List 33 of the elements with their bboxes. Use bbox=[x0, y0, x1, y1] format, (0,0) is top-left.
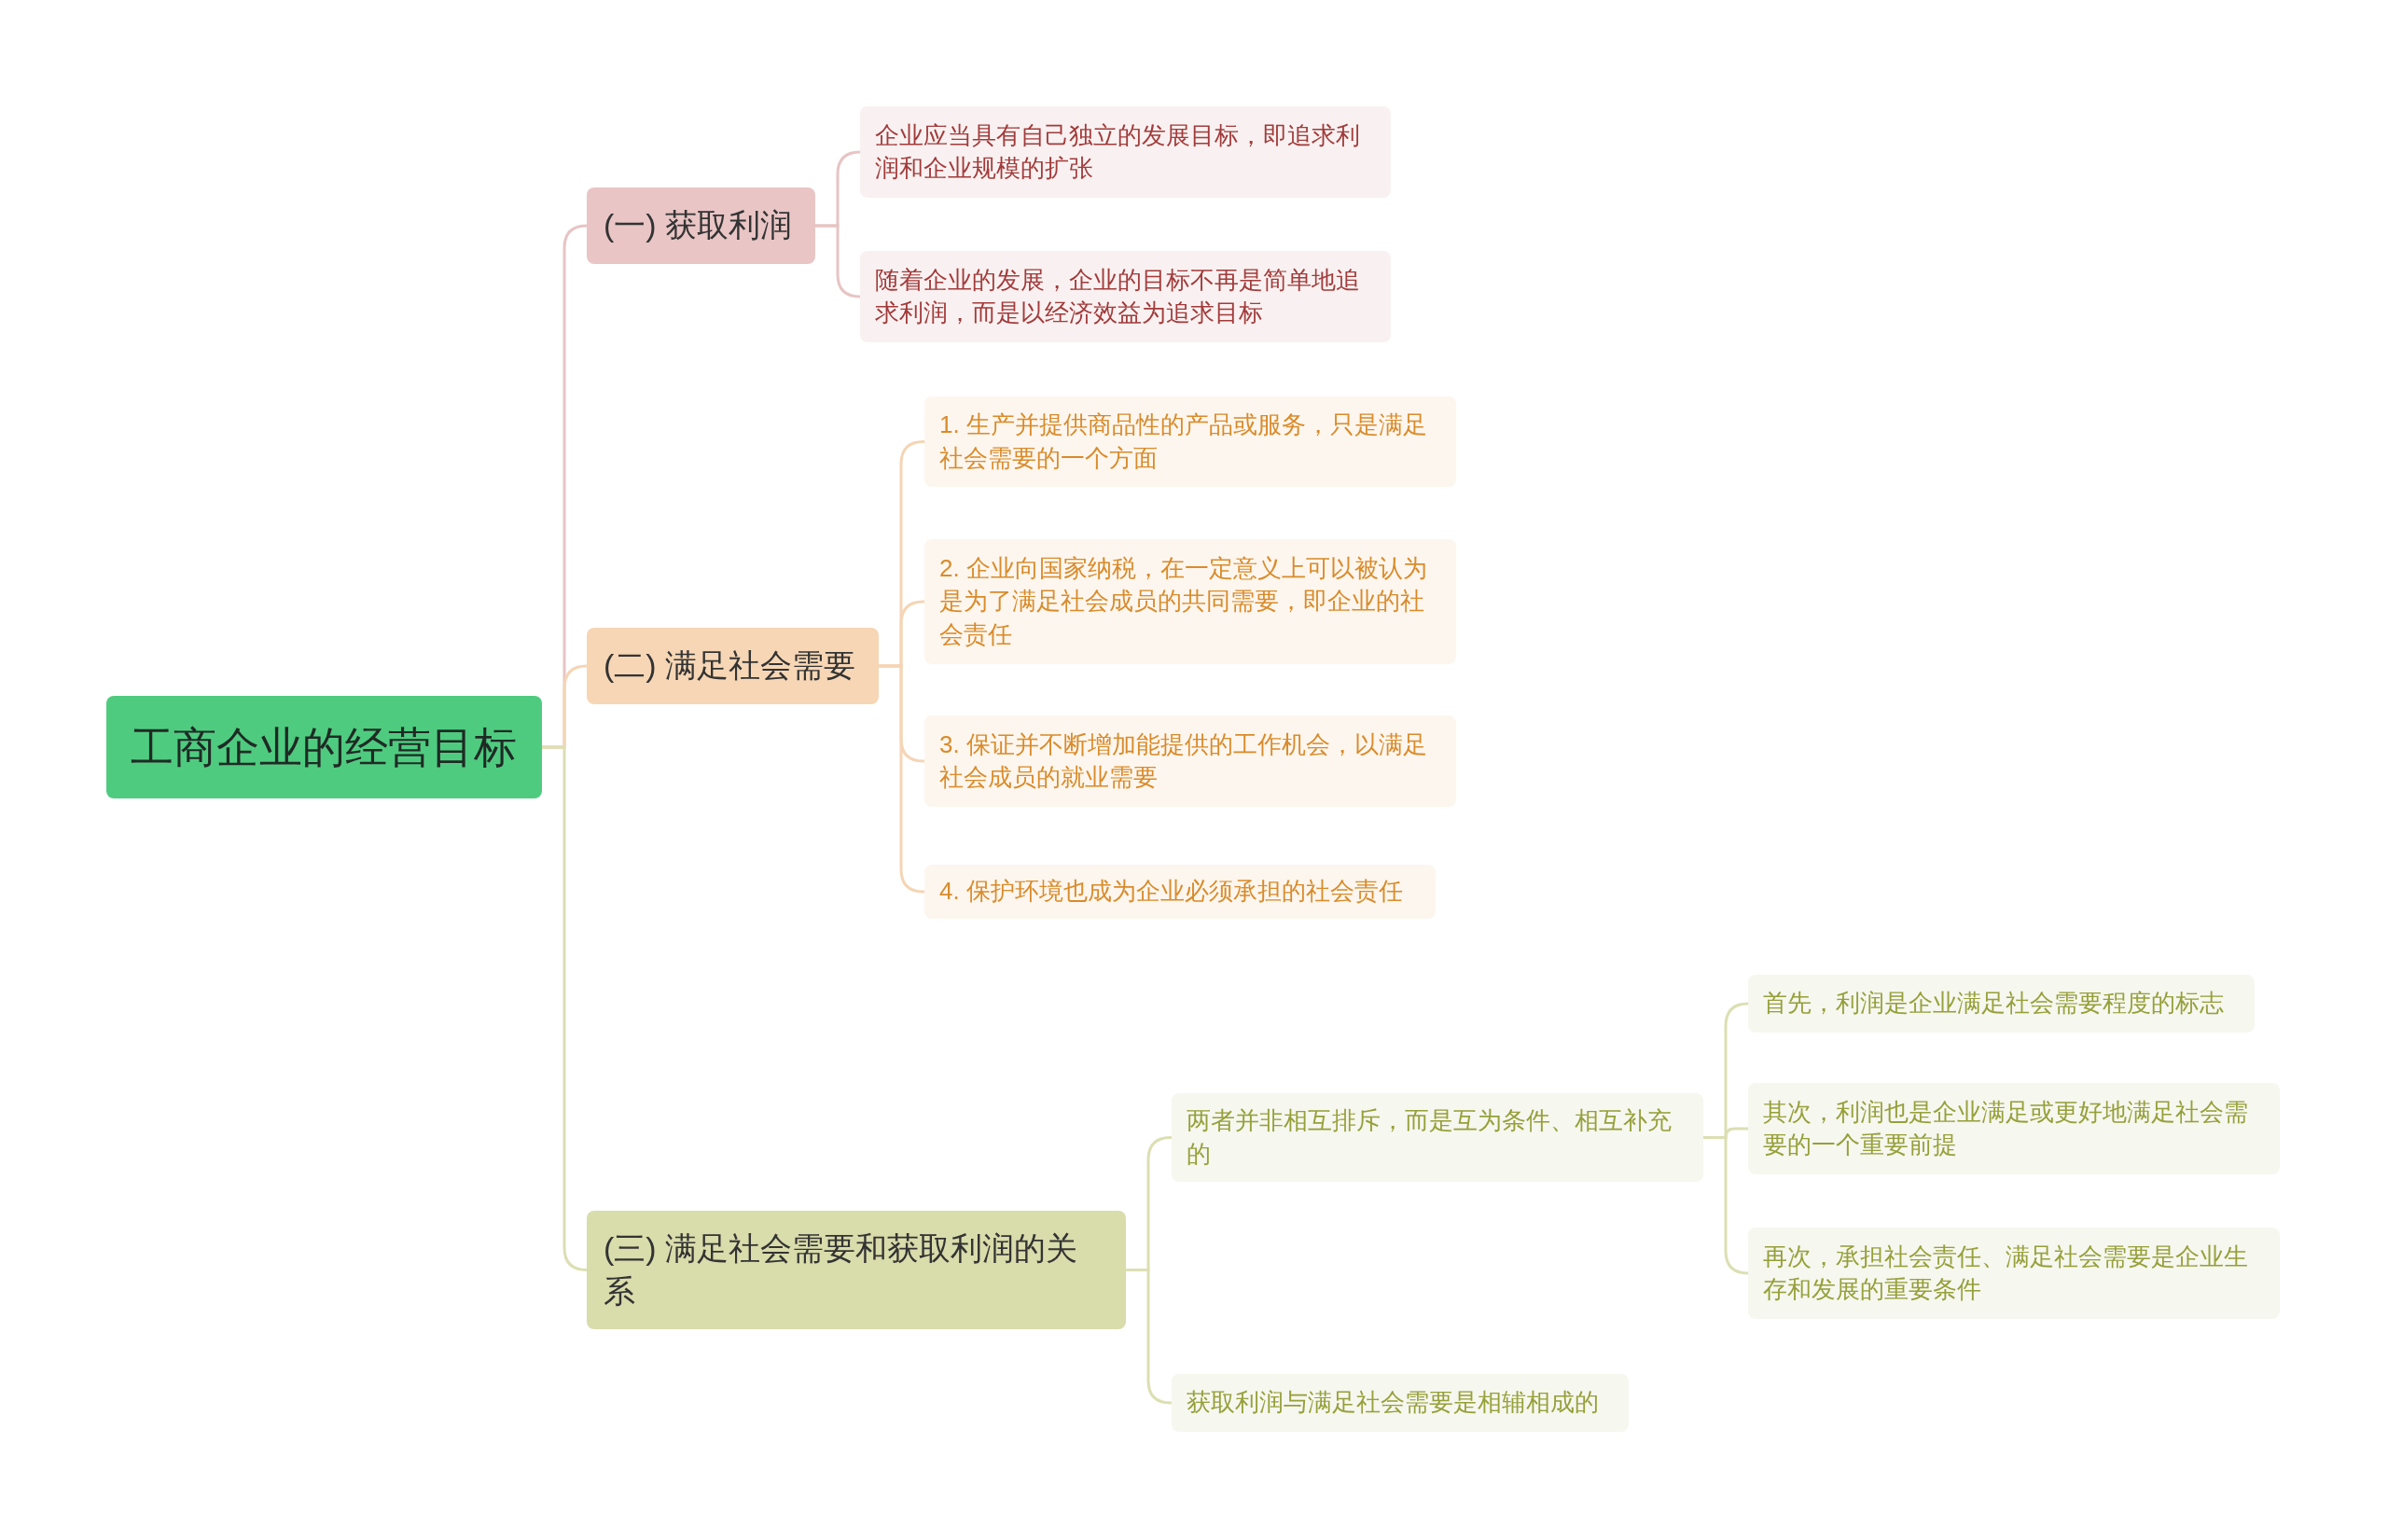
subtopic-box bbox=[1748, 1083, 2280, 1174]
topic-text: 其次，利润也是企业满足或更好地满足社会需要的一个重要前提 bbox=[1763, 1096, 2249, 1160]
topic-text: 两者并非相互排斥，而是互为条件、相互补充的 bbox=[1187, 1105, 1673, 1170]
topic-text: (二) 满足社会需要 bbox=[604, 646, 857, 686]
topic-text: 工商企业的经营目标 bbox=[131, 721, 518, 773]
topic-text: 1. 生产并提供商品性的产品或服务，只是满足社会需要的一个方面 bbox=[939, 409, 1428, 474]
topic-text: (三) 满足社会需要和获取利润的关系 bbox=[604, 1228, 1079, 1311]
topic-text: (一) 获取利润 bbox=[604, 206, 794, 245]
topic-text: 再次，承担社会责任、满足社会需要是企业生存和发展的重要条件 bbox=[1763, 1241, 2249, 1305]
branch-topic-box bbox=[587, 628, 879, 704]
subtopic-box bbox=[860, 106, 1391, 198]
subtopic-box bbox=[924, 396, 1456, 487]
subtopic-box bbox=[1172, 1374, 1629, 1432]
subtopic-box bbox=[924, 539, 1456, 664]
subtopic-box bbox=[1172, 1093, 1703, 1182]
topic-text: 首先，利润是企业满足社会需要程度的标志 bbox=[1763, 988, 2225, 1020]
topic-text: 获取利润与满足社会需要是相辅相成的 bbox=[1187, 1387, 1600, 1419]
connector-line bbox=[1703, 1136, 1750, 1275]
branch-topic-box bbox=[587, 1211, 1126, 1329]
topic-text: 4. 保护环境也成为企业必须承担的社会责任 bbox=[939, 876, 1404, 908]
subtopic-box bbox=[1748, 1228, 2280, 1319]
topic-text: 3. 保证并不断增加能提供的工作机会，以满足社会成员的就业需要 bbox=[939, 728, 1428, 793]
subtopic-box bbox=[924, 715, 1456, 807]
topic-text: 随着企业的发展，企业的目标不再是简单地追求利润，而是以经济效益为追求目标 bbox=[875, 264, 1361, 328]
topic-text: 2. 企业向国家纳税，在一定意义上可以被认为是为了满足社会成员的共同需要，即企业的社会责任 bbox=[939, 553, 1428, 650]
connector-line bbox=[542, 745, 589, 1271]
connector-line bbox=[815, 224, 862, 298]
root-topic-box bbox=[106, 696, 542, 798]
subtopic-box bbox=[1748, 975, 2255, 1033]
subtopic-box bbox=[860, 251, 1391, 342]
topic-text: 企业应当具有自己独立的发展目标，即追求利润和企业规模的扩张 bbox=[875, 119, 1361, 184]
branch-topic-box bbox=[587, 187, 815, 264]
subtopic-box bbox=[924, 865, 1436, 919]
